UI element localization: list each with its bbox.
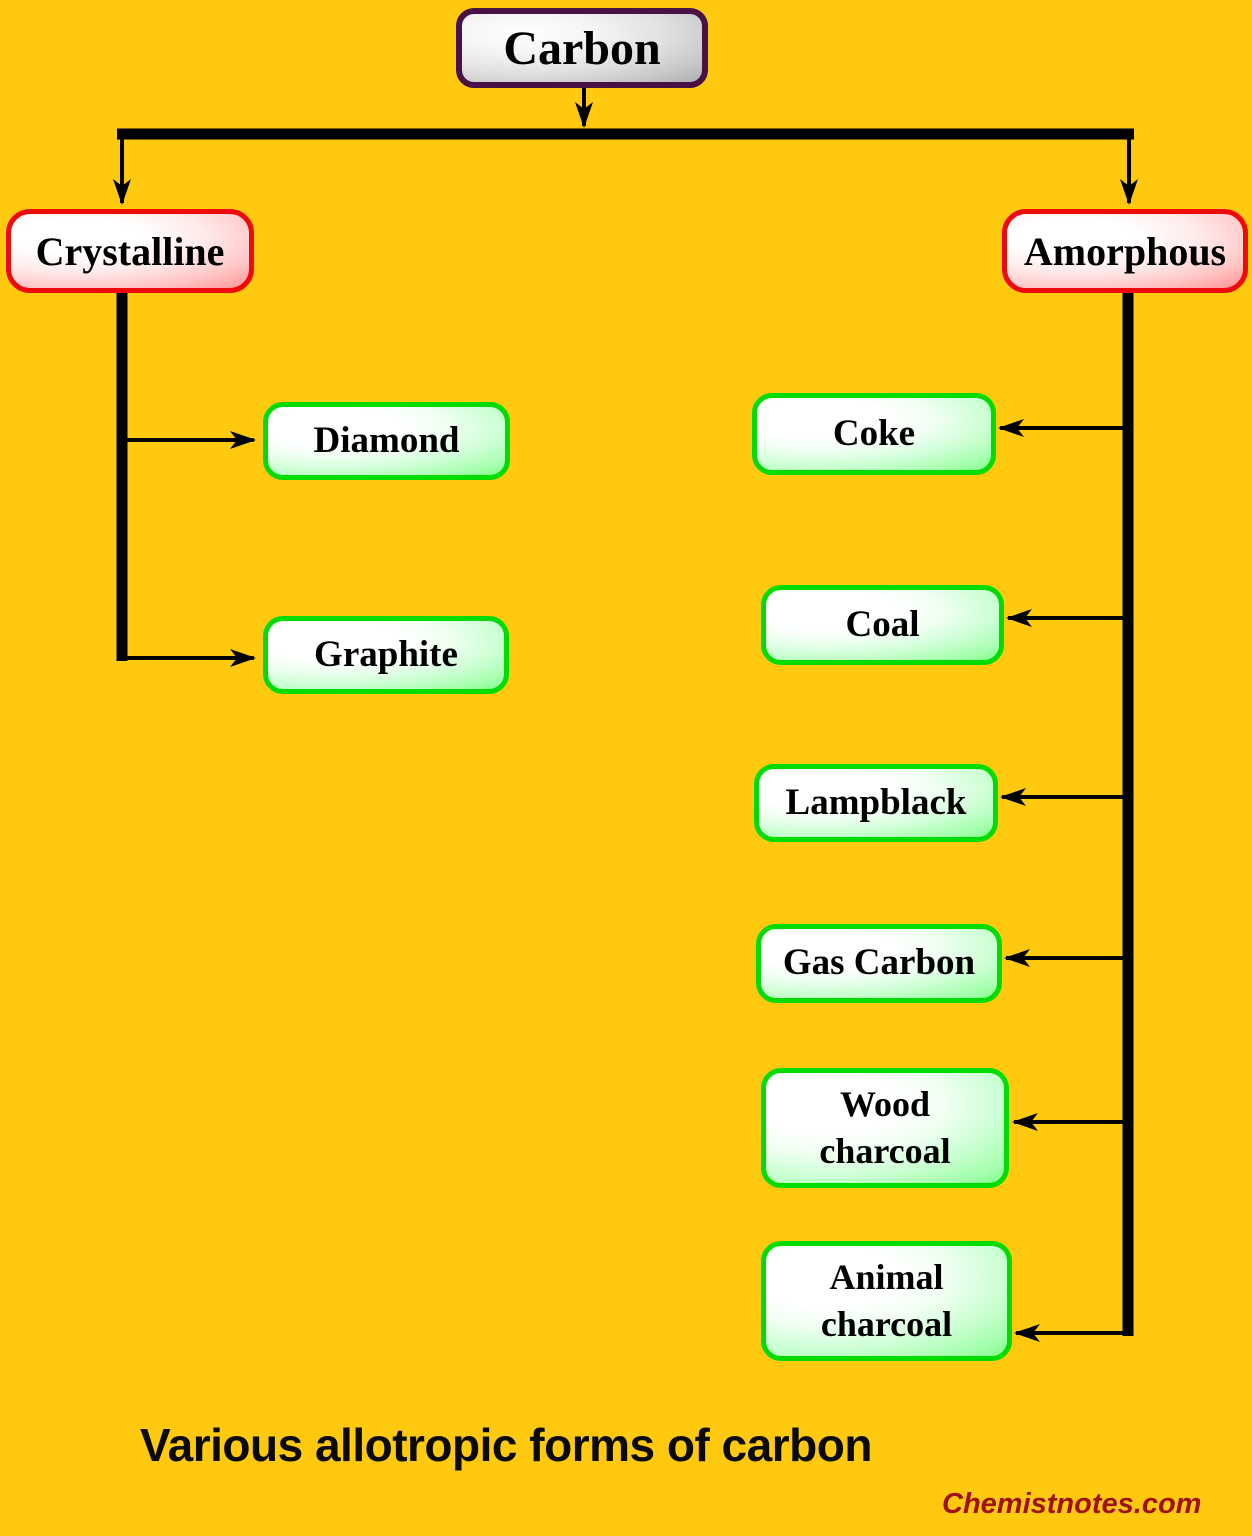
node-crystalline-label: Crystalline [35, 228, 225, 274]
node-crystalline: Crystalline [6, 209, 254, 293]
node-amorphous: Amorphous [1002, 209, 1248, 293]
node-gas-carbon-label: Gas Carbon [782, 942, 976, 984]
node-coal-label: Coal [845, 603, 920, 645]
node-animal-charcoal: Animal charcoal [761, 1241, 1012, 1361]
node-animal-charcoal-label: Animal charcoal [820, 1257, 953, 1344]
node-lampblack: Lampblack [754, 764, 998, 842]
node-coke: Coke [752, 393, 996, 475]
node-wood-charcoal: Wood charcoal [761, 1068, 1009, 1188]
node-coal: Coal [761, 585, 1004, 665]
node-amorphous-label: Amorphous [1023, 228, 1227, 274]
diagram-caption: Various allotropic forms of carbon [140, 1419, 872, 1471]
node-diamond: Diamond [263, 402, 510, 480]
node-graphite: Graphite [263, 616, 509, 694]
watermark-text: Chemistnotes.com [942, 1488, 1202, 1520]
node-graphite-label: Graphite [314, 633, 458, 675]
node-gas-carbon: Gas Carbon [756, 924, 1002, 1003]
node-wood-charcoal-label: Wood charcoal [819, 1084, 951, 1171]
node-carbon: Carbon [456, 8, 708, 88]
node-diamond-label: Diamond [313, 419, 460, 461]
node-lampblack-label: Lampblack [785, 781, 967, 823]
node-coke-label: Coke [832, 412, 916, 454]
node-carbon-label: Carbon [503, 21, 661, 75]
